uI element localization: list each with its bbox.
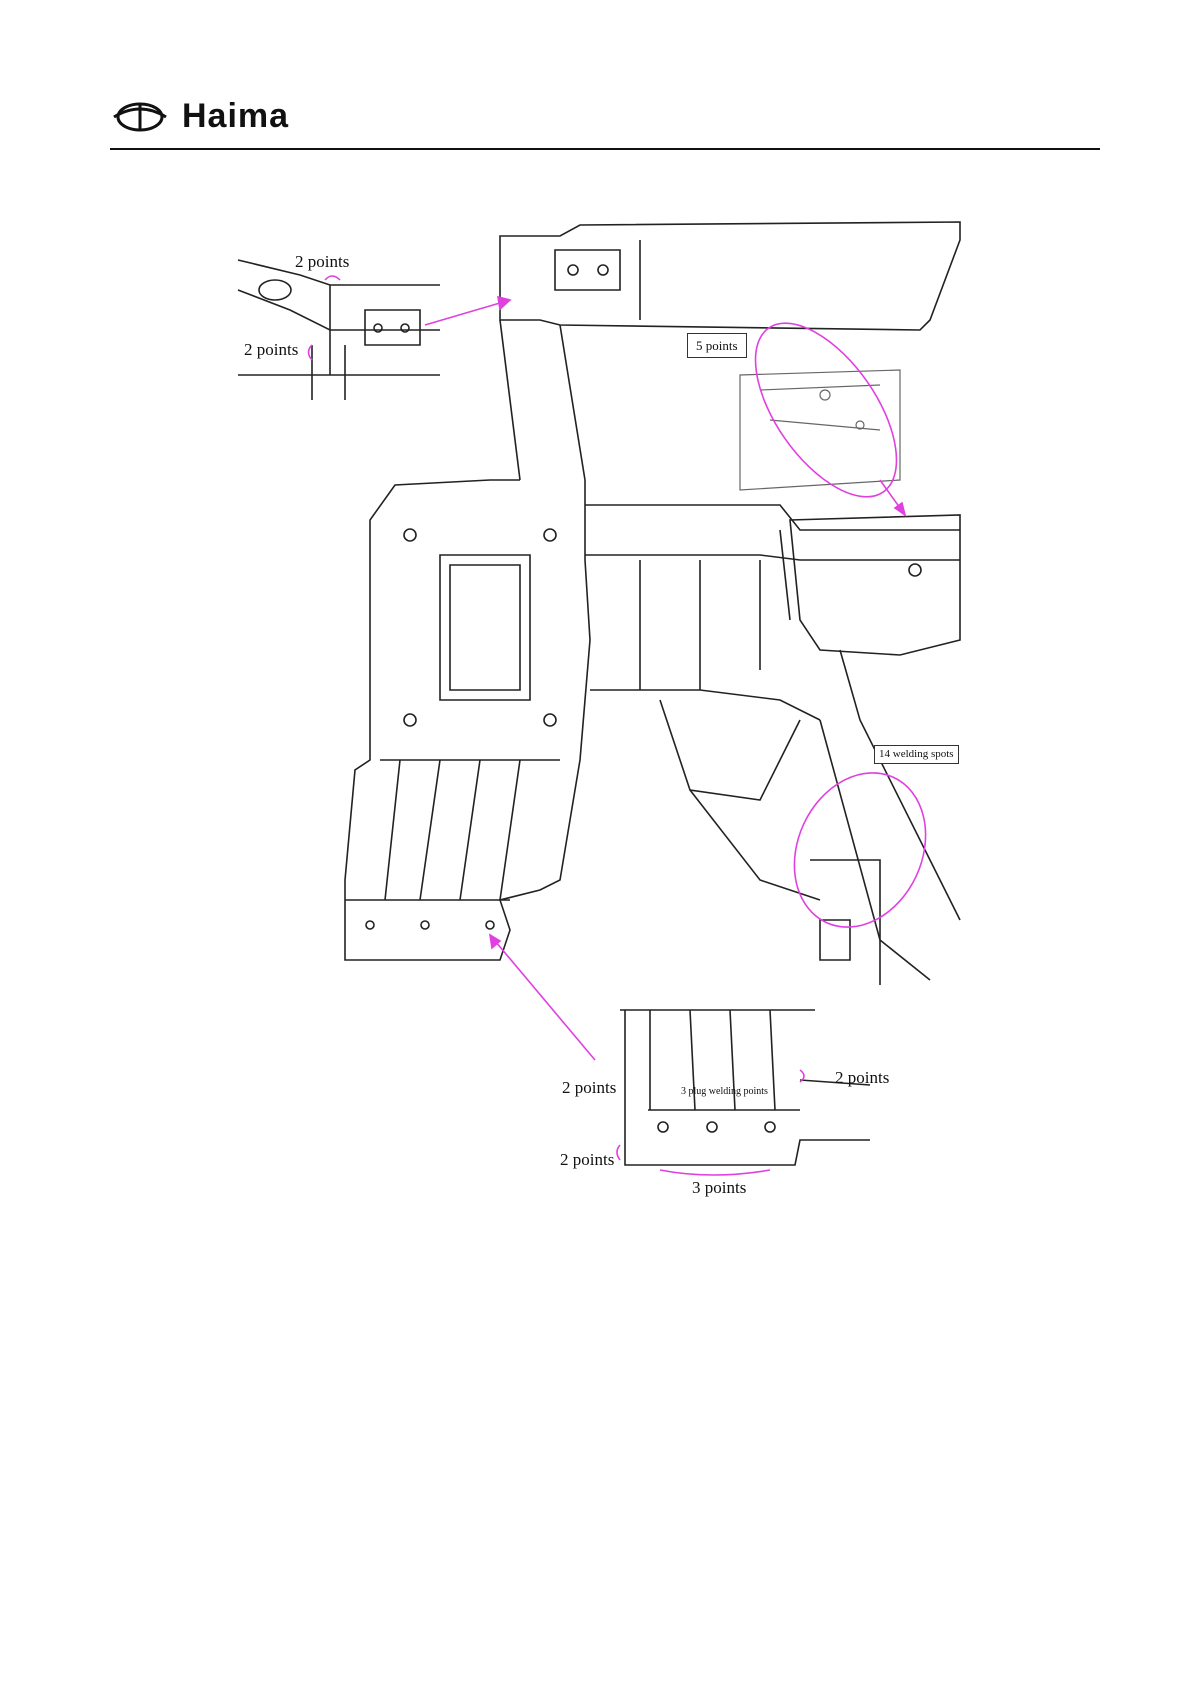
inset-top-left [238,260,440,400]
inset-top-right [740,370,900,490]
label-bottom-right: 2 points [835,1069,889,1086]
label-bottom-center: 3 points [692,1179,746,1196]
arrow-bottom [490,935,595,1060]
label-top-left-lower: 2 points [244,341,298,358]
label-right-box: 14 welding spots [874,745,959,764]
label-top-left-upper: 2 points [295,253,349,270]
center-structure [585,505,960,980]
label-bottom-plug: 3 plug welding points [681,1087,768,1097]
ellipse-right [770,751,950,948]
label-top-right-box: 5 points [687,333,747,358]
ellipse-top-right [728,299,925,520]
side-panel [345,480,590,960]
label-bottom-left-lower: 2 points [560,1151,614,1168]
label-bottom-left-upper: 2 points [562,1079,616,1096]
arrow-top-left [425,300,510,325]
